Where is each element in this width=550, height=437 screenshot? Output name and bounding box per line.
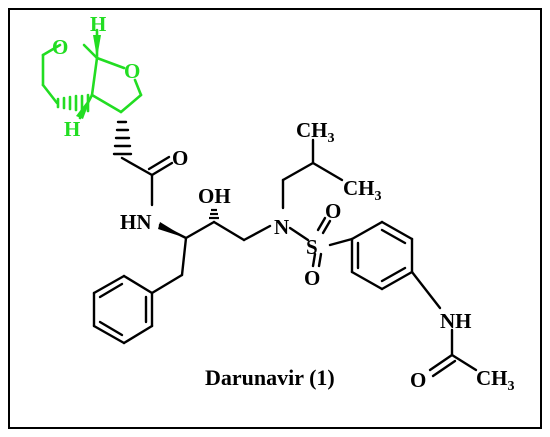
isobutyl-ch3-bottom: CH3 <box>343 176 382 204</box>
bridgehead-h-top: H <box>90 12 106 36</box>
bridgehead-h-bottom: H <box>64 117 80 141</box>
wedge-top <box>93 35 101 58</box>
wedge-bottom <box>76 95 92 119</box>
oh-hash-bond <box>209 208 219 220</box>
isobutyl-ch3-top: CH3 <box>296 118 335 146</box>
sulfonyl-s: S <box>306 235 318 259</box>
sulfonyl-o-bottom: O <box>304 266 320 290</box>
caption: Darunavir (1) <box>205 365 335 390</box>
skeleton-bonds <box>92 120 478 378</box>
nh-wedge <box>158 222 186 238</box>
acetyl-ch3: CH3 <box>476 366 515 394</box>
acetamide-nh: NH <box>440 309 472 333</box>
bicyclic-o-left: O <box>52 35 68 59</box>
amide-nh: HN <box>120 210 152 234</box>
figure-frame <box>8 8 542 429</box>
bicyclic-o-right: O <box>124 59 140 83</box>
amide-o: O <box>172 146 188 170</box>
amine-n: N <box>274 215 289 239</box>
hydroxyl: OH <box>198 184 231 208</box>
acetyl-o: O <box>410 368 426 392</box>
sulfonyl-o-top: O <box>325 199 341 223</box>
